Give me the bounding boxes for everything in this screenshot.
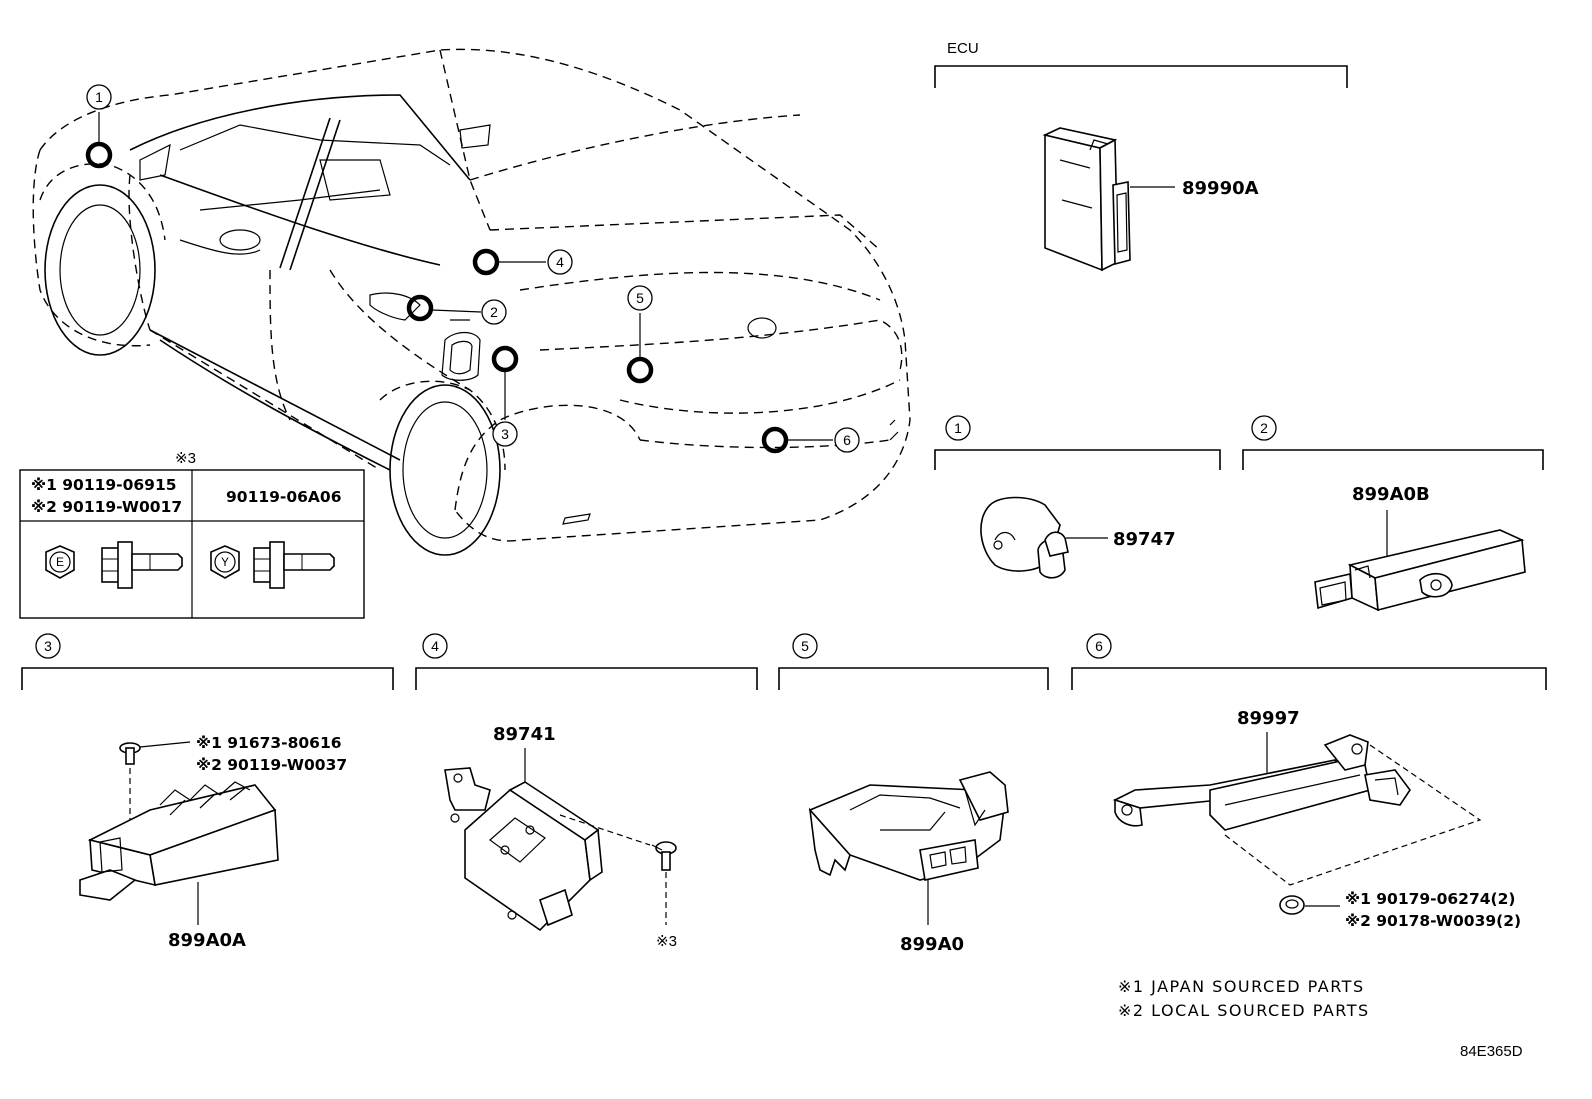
head-mark: Y [221, 555, 229, 569]
location-marker-2 [406, 294, 434, 322]
part-3-bracket [21, 667, 394, 690]
callout-number: 6 [843, 432, 851, 448]
part-6-number: 89997 [1237, 708, 1300, 729]
antenna-899a0-drawing [808, 771, 1009, 881]
antenna-899a0a-drawing [79, 781, 279, 901]
part-3-bolt-2: ※2 90119-W0037 [196, 756, 347, 774]
fastener-spec-1: ※1 90119-06915 [31, 476, 177, 494]
part-6-nut-2: ※2 90178-W0039(2) [1345, 912, 1521, 930]
location-marker-5 [626, 356, 654, 384]
svg-text:3: 3 [44, 638, 52, 654]
part-4-bolt-ref: ※3 [656, 933, 677, 950]
head-mark: E [56, 555, 64, 569]
vehicle-illustration [32, 48, 911, 556]
hex-bolt-side-icon [101, 541, 183, 589]
part-1-bracket [934, 449, 1221, 470]
fastener-table: ※3 ※1 90119-06915 ※2 90119-W0017 90119-0… [19, 450, 365, 619]
location-callout-6: 6 [834, 427, 860, 453]
part-3-number: 899A0A [168, 930, 246, 951]
location-marker-1 [85, 141, 113, 169]
svg-text:5: 5 [801, 638, 809, 654]
ecu-label: ECU [947, 40, 979, 57]
location-callout-4: 4 [547, 249, 573, 275]
fastener-spec-2: ※2 90119-W0017 [31, 498, 182, 516]
receiver-89741-drawing [444, 767, 603, 932]
ecu-bracket [934, 65, 1348, 88]
part-callout-5: 5 [792, 633, 818, 659]
location-marker-6 [761, 426, 789, 454]
hex-bolt-head-icon: E [45, 545, 75, 579]
location-marker-3 [491, 345, 519, 373]
note-japan-sourced: ※1 JAPAN SOURCED PARTS [1118, 977, 1365, 996]
part-5-number: 899A0 [900, 934, 964, 955]
svg-text:6: 6 [1095, 638, 1103, 654]
part-callout-4: 4 [422, 633, 448, 659]
location-callout-3: 3 [492, 421, 518, 447]
ecu-unit-drawing [1042, 127, 1131, 272]
illustration-code: 84E365D [1460, 1043, 1523, 1060]
fastener-table-title: ※3 [175, 450, 196, 467]
callout-number: 4 [556, 254, 564, 270]
svg-text:4: 4 [431, 638, 439, 654]
location-marker-4 [472, 248, 500, 276]
nut-icon [1279, 895, 1305, 915]
part-2-number: 899A0B [1352, 484, 1430, 505]
sensor-89747-drawing [980, 496, 1069, 579]
ecu-part-number: 89990A [1182, 178, 1259, 199]
callout-number: 5 [636, 290, 644, 306]
part-4-number: 89741 [493, 724, 556, 745]
hex-bolt-head-icon: Y [210, 545, 240, 579]
fastener-spec-3: 90119-06A06 [226, 488, 342, 506]
bolt-icon [651, 841, 677, 871]
part-callout-2: 2 [1251, 415, 1277, 441]
part-4-bracket [415, 667, 758, 690]
location-callout-1: 1 [86, 84, 112, 110]
antenna-89997-drawing [1112, 734, 1411, 831]
part-5-bracket [778, 667, 1049, 690]
part-6-bracket [1071, 667, 1547, 690]
part-callout-6: 6 [1086, 633, 1112, 659]
hex-bolt-side-icon [253, 541, 335, 589]
part-callout-1: 1 [945, 415, 971, 441]
antenna-899a0b-drawing [1314, 529, 1526, 612]
part-6-nut-1: ※1 90179-06274(2) [1345, 890, 1516, 908]
callout-number: 2 [490, 304, 498, 320]
location-callout-2: 2 [481, 299, 507, 325]
part-1-number: 89747 [1113, 529, 1176, 550]
svg-text:2: 2 [1260, 420, 1268, 436]
bolt-icon [119, 742, 141, 765]
part-callout-3: 3 [35, 633, 61, 659]
callout-number: 1 [95, 89, 103, 105]
location-callout-5: 5 [627, 285, 653, 311]
svg-text:1: 1 [954, 420, 962, 436]
part-2-bracket [1242, 449, 1544, 470]
note-local-sourced: ※2 LOCAL SOURCED PARTS [1118, 1001, 1370, 1020]
part-3-bolt-1: ※1 91673-80616 [196, 734, 342, 752]
callout-number: 3 [501, 426, 509, 442]
